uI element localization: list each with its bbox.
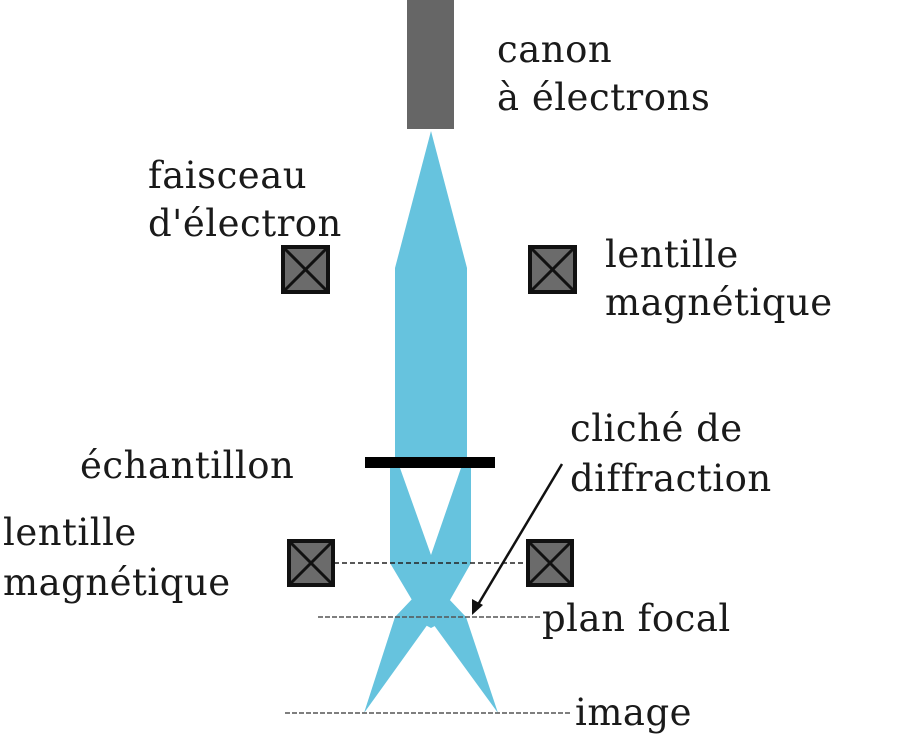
sample-bar xyxy=(365,457,495,468)
gun-label-line1: canon xyxy=(497,28,613,71)
image-plane-label: image xyxy=(575,691,693,734)
sample-label: échantillon xyxy=(80,444,295,487)
beam-cutout xyxy=(400,468,461,555)
electron-beam-to-image-right xyxy=(428,617,498,713)
lower-lens-label-line1: lentille xyxy=(3,511,137,554)
diffraction-arrow-icon xyxy=(472,463,564,615)
beam-label-line2: d'électron xyxy=(148,202,342,245)
electron-beam-focal-bridge xyxy=(410,617,452,628)
upper-lens-label-line1: lentille xyxy=(605,233,739,276)
upper-lens-left-icon xyxy=(281,245,330,294)
electron-gun-icon xyxy=(407,0,454,129)
electron-beam-upper xyxy=(395,131,467,460)
gun-label-line2: à électrons xyxy=(497,76,711,119)
lower-lens-right-icon xyxy=(526,539,574,587)
upper-lens-right-icon xyxy=(528,245,577,294)
diffraction-label-line1: cliché de xyxy=(570,407,743,450)
electron-beam-to-image-left xyxy=(364,617,433,713)
lower-lens-left-icon xyxy=(287,539,335,587)
lower-lens-label-line2: magnétique xyxy=(3,561,231,604)
diffraction-label-line2: diffraction xyxy=(570,457,772,500)
electron-beam-waist xyxy=(390,563,471,617)
beam-label-line1: faisceau xyxy=(148,154,308,197)
upper-lens-label-line2: magnétique xyxy=(605,281,833,324)
focal-plane-label: plan focal xyxy=(542,597,731,640)
